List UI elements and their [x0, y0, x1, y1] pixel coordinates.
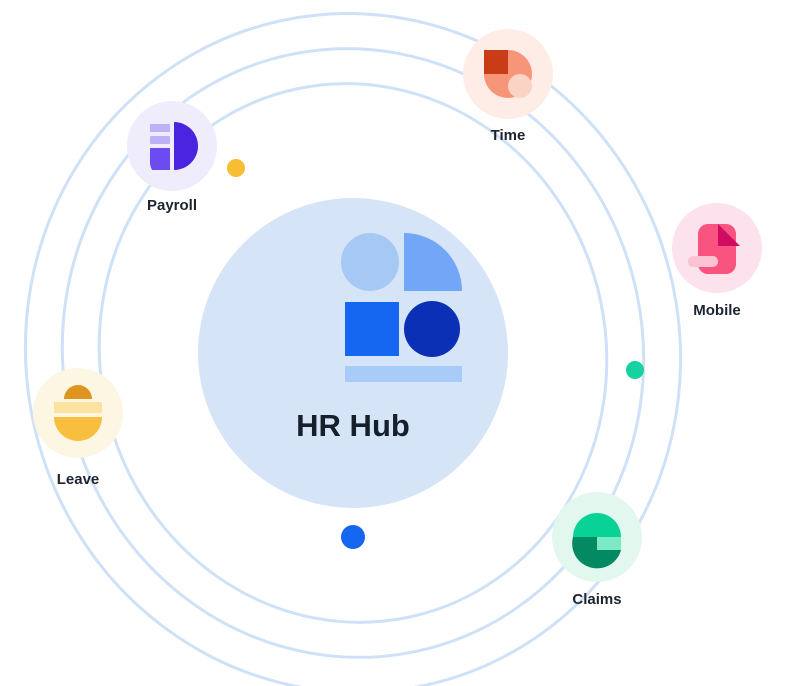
orbit-dots	[227, 159, 644, 549]
logo-quarter-top-right	[404, 233, 462, 291]
claims-icon	[572, 513, 621, 569]
node-claims[interactable]: Claims	[552, 492, 642, 608]
orbit-dot-amber	[227, 159, 245, 177]
hr-hub-logo	[341, 233, 462, 382]
time-icon	[484, 50, 532, 98]
orbit-dot-blue	[341, 525, 365, 549]
hub-title: HR Hub	[296, 408, 410, 443]
node-label-time: Time	[491, 127, 526, 144]
node-label-mobile: Mobile	[693, 302, 741, 319]
node-label-leave: Leave	[57, 471, 100, 488]
node-time[interactable]: Time	[463, 29, 553, 144]
node-leave[interactable]: Leave	[33, 368, 123, 488]
leave-icon	[54, 385, 102, 441]
orbit-dot-green	[626, 361, 644, 379]
node-bubble-payroll	[127, 101, 217, 191]
mobile-icon	[688, 224, 740, 274]
payroll-icon	[149, 122, 198, 170]
node-label-payroll: Payroll	[147, 197, 197, 214]
hub-group[interactable]: HR Hub	[198, 198, 508, 508]
logo-circle-bottom-right	[404, 301, 460, 357]
node-payroll[interactable]: Payroll	[127, 101, 217, 214]
logo-bar	[345, 366, 462, 382]
node-mobile[interactable]: Mobile	[672, 203, 762, 319]
logo-circle-top-left	[341, 233, 399, 291]
node-label-claims: Claims	[572, 591, 621, 608]
logo-square-bottom-left	[345, 302, 399, 356]
